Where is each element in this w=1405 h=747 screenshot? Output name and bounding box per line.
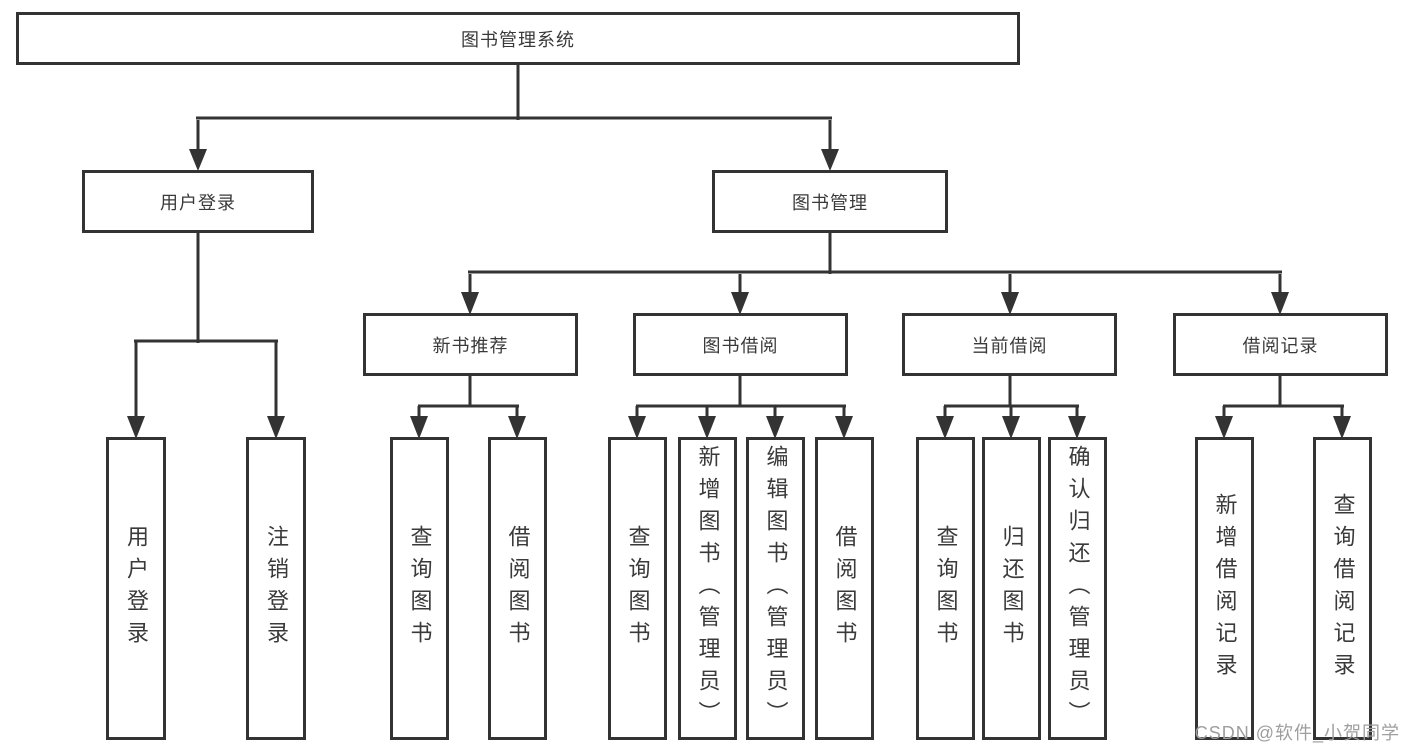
node-label: 新增借阅记录 <box>1212 492 1238 685</box>
leaf-query-books-borrow: 查询图书 <box>608 437 667 740</box>
leaf-borrow-books-newbook: 借阅图书 <box>488 437 547 740</box>
node-label: 归还图书 <box>999 524 1025 653</box>
csdn-watermark: CSDN @软件_小贺同学 <box>1194 723 1400 743</box>
node-label: 图书借阅 <box>702 335 779 356</box>
node-label: 图书管理 <box>792 192 868 213</box>
node-label: 新书推荐 <box>432 335 509 356</box>
node-label: 借阅图书 <box>505 524 531 653</box>
node-current-borrowing: 当前借阅 <box>902 313 1117 376</box>
leaf-add-books-admin: 新增图书（管理员） <box>678 437 737 740</box>
node-borrowing-records: 借阅记录 <box>1173 313 1388 376</box>
node-user-login: 用户登录 <box>82 170 314 233</box>
node-label: 借阅图书 <box>832 524 858 653</box>
leaf-edit-books-admin: 编辑图书（管理员） <box>746 437 805 740</box>
node-label: 确认归还（管理员） <box>1065 444 1091 733</box>
node-label: 新增图书（管理员） <box>695 444 721 733</box>
leaf-user-login: 用户登录 <box>106 437 166 740</box>
leaf-confirm-return-admin: 确认归还（管理员） <box>1048 437 1107 740</box>
node-book-management: 图书管理 <box>712 170 948 233</box>
node-label: 查询图书 <box>625 524 651 653</box>
node-label: 用户登录 <box>160 192 236 213</box>
leaf-borrow-books-borrow: 借阅图书 <box>815 437 874 740</box>
node-label: 编辑图书（管理员） <box>763 444 789 733</box>
node-label: 查询借阅记录 <box>1330 492 1356 685</box>
arrowheads <box>127 149 1351 439</box>
node-book-borrowing: 图书借阅 <box>633 313 848 376</box>
node-label: 用户登录 <box>124 524 149 653</box>
leaf-query-books-newbook: 查询图书 <box>390 437 449 740</box>
leaf-add-borrow-record: 新增借阅记录 <box>1195 437 1254 740</box>
node-label: 借阅记录 <box>1242 335 1319 356</box>
leaf-logout: 注销登录 <box>246 437 306 740</box>
leaf-return-books: 归还图书 <box>982 437 1041 740</box>
leaf-query-borrow-record: 查询借阅记录 <box>1313 437 1372 740</box>
node-new-book-recommend: 新书推荐 <box>363 313 578 376</box>
connector-lines <box>134 65 1344 418</box>
node-root-library-system: 图书管理系统 <box>16 12 1020 65</box>
node-label: 注销登录 <box>264 524 289 653</box>
node-label: 查询图书 <box>933 524 959 653</box>
node-label: 当前借阅 <box>971 335 1048 356</box>
node-label: 图书管理系统 <box>461 29 575 50</box>
node-label: 查询图书 <box>407 524 433 653</box>
leaf-query-books-current: 查询图书 <box>916 437 975 740</box>
